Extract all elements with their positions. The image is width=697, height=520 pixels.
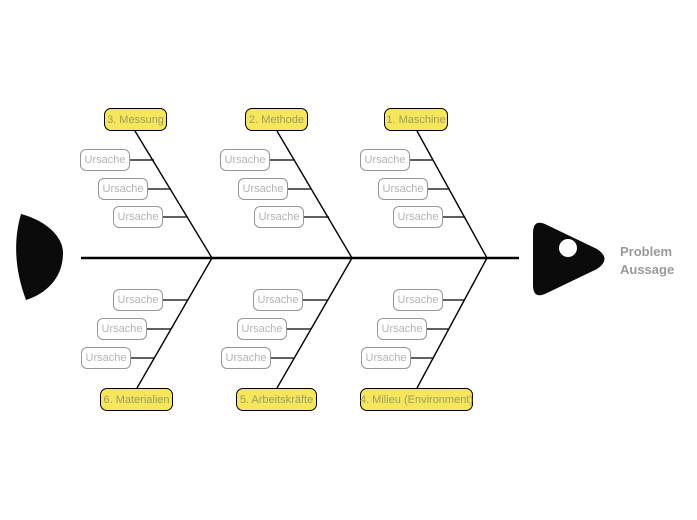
branch-line-materialien (136, 257, 213, 389)
cause-box[interactable]: Ursache (378, 178, 428, 200)
problem-statement-line2: Aussage (620, 262, 675, 277)
problem-statement-label: Problem Aussage (620, 243, 674, 279)
problem-statement-line1: Problem (620, 244, 673, 259)
cause-box[interactable]: Ursache (237, 318, 287, 340)
branch-line-methode (276, 130, 353, 259)
fish-head-shape[interactable] (533, 222, 605, 296)
branch-line-arbeitskraefte (276, 257, 353, 389)
cause-box[interactable]: Ursache (97, 318, 147, 340)
category-box-maschine[interactable]: 1. Maschine (384, 108, 448, 131)
cause-box[interactable]: Ursache (98, 178, 148, 200)
cause-box[interactable]: Ursache (113, 289, 163, 311)
cause-box[interactable]: Ursache (253, 289, 303, 311)
cause-box[interactable]: Ursache (393, 289, 443, 311)
cause-box[interactable]: Ursache (393, 206, 443, 228)
cause-box[interactable]: Ursache (81, 347, 131, 369)
cause-box[interactable]: Ursache (220, 149, 270, 171)
cause-box[interactable]: Ursache (361, 347, 411, 369)
fish-tail-shape[interactable] (16, 214, 63, 300)
cause-box[interactable]: Ursache (360, 149, 410, 171)
category-box-methode[interactable]: 2. Methode (245, 108, 308, 131)
cause-box[interactable]: Ursache (377, 318, 427, 340)
cause-box[interactable]: Ursache (221, 347, 271, 369)
category-box-materialien[interactable]: 6. Materialien (100, 388, 173, 411)
category-box-milieu[interactable]: 4. Milieu (Environment) (360, 388, 473, 411)
cause-box[interactable]: Ursache (254, 206, 304, 228)
category-box-arbeitskraefte[interactable]: 5. Arbeitskräfte (236, 388, 317, 411)
branch-line-milieu (416, 257, 488, 389)
cause-box[interactable]: Ursache (238, 178, 288, 200)
branch-line-messung (134, 130, 213, 259)
category-box-messung[interactable]: 3. Messung (104, 108, 167, 131)
branch-line-maschine (416, 130, 488, 259)
cause-box[interactable]: Ursache (113, 206, 163, 228)
cause-box[interactable]: Ursache (80, 149, 130, 171)
fish-eye (559, 239, 577, 257)
